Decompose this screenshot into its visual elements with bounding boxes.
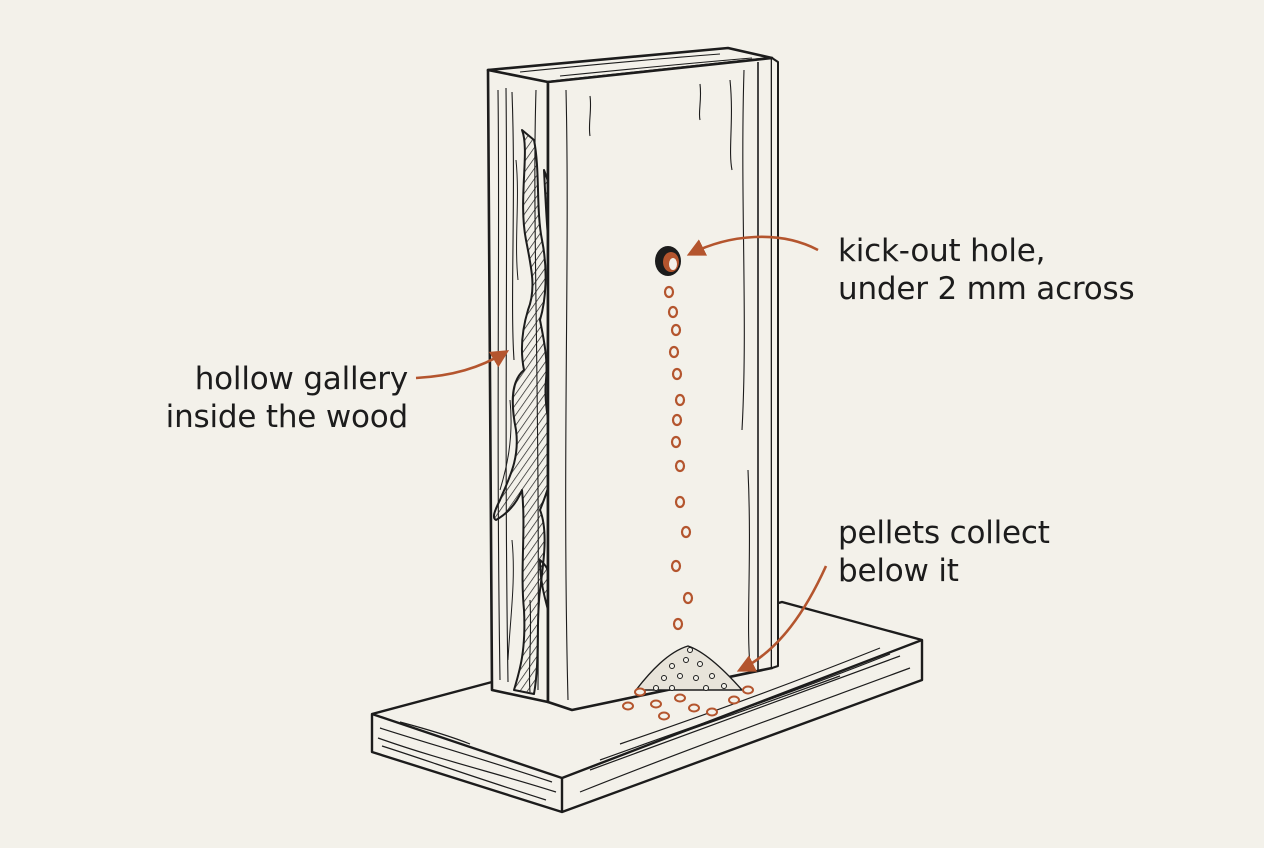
pellet-pile [622, 645, 754, 721]
gallery-label-line-1: hollow gallery [194, 361, 408, 397]
gallery-label-line-2: inside the wood [165, 399, 409, 435]
pellets-label-line-2: below it [838, 553, 959, 589]
hole-label-line-2: under 2 mm across [838, 271, 1135, 307]
pellets-label-line-1: pellets collect [838, 515, 1050, 551]
falling-pellets [663, 285, 694, 631]
hole-arrow [686, 235, 819, 256]
pellets-label: pellets collect below it [838, 514, 1050, 590]
kick-out-hole [655, 246, 681, 276]
pellets-arrow [736, 565, 828, 672]
gallery-arrow [415, 350, 510, 380]
gallery-label: hollow gallery inside the wood [165, 360, 409, 436]
hole-label: kick-out hole, under 2 mm across [838, 232, 1135, 308]
post-front-face [546, 56, 779, 712]
hole-label-line-1: kick-out hole, [838, 233, 1046, 269]
post-side-face [486, 68, 557, 704]
